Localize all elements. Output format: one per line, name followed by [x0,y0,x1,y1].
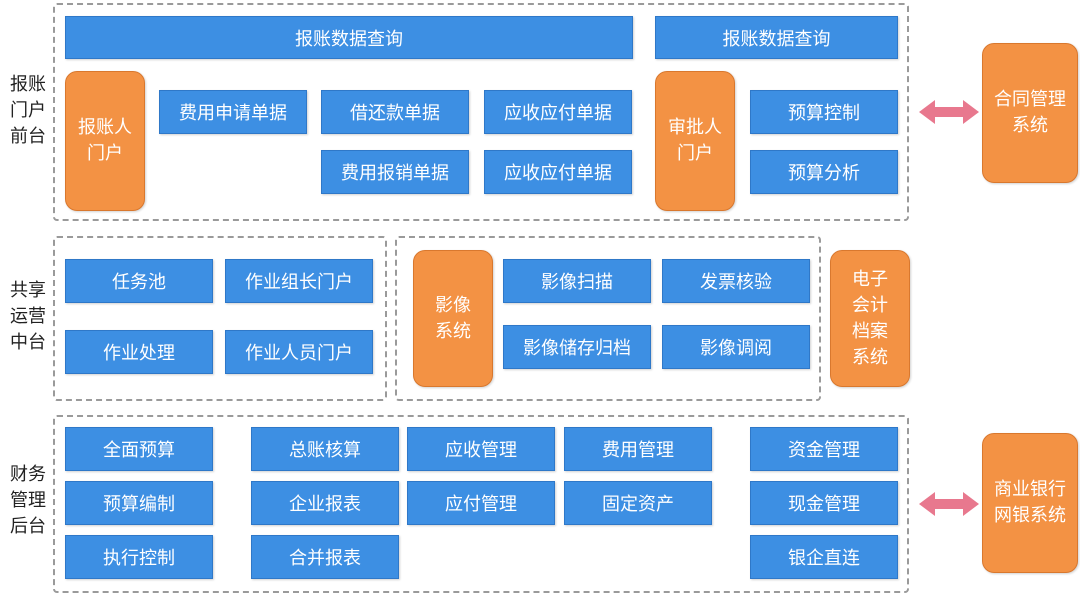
receivable-payable-form-1[interactable]: 应收应付单据 [484,90,632,134]
double-arrow-icon [919,492,979,516]
image-scan[interactable]: 影像扫描 [503,259,651,303]
expense-management[interactable]: 费用管理 [564,427,712,471]
team-leader-portal[interactable]: 作业组长门户 [225,259,373,303]
layer-label-middle: 共享 运营 中台 [10,280,46,353]
consolidated-reports[interactable]: 合并报表 [251,535,399,579]
invoice-verify[interactable]: 发票核验 [662,259,810,303]
bank-enterprise-direct[interactable]: 银企直连 [750,535,898,579]
imaging-system[interactable]: 影像 系统 [413,250,493,387]
cash-management[interactable]: 现金管理 [750,481,898,525]
execution-control[interactable]: 执行控制 [65,535,213,579]
budget-control[interactable]: 预算控制 [750,90,898,134]
approver-portal[interactable]: 审批人 门户 [655,71,735,211]
layer-label-front: 报账 门户 前台 [10,74,46,147]
reimburser-portal[interactable]: 报账人 门户 [65,71,145,211]
staff-portal[interactable]: 作业人员门户 [225,330,373,374]
fixed-assets[interactable]: 固定资产 [564,481,712,525]
report-query-bar-left[interactable]: 报账数据查询 [65,16,633,59]
report-query-bar-right[interactable]: 报账数据查询 [655,16,898,59]
double-arrow-icon [919,100,979,124]
budget-preparation[interactable]: 预算编制 [65,481,213,525]
middle-ops-group [53,236,387,401]
fund-management[interactable]: 资金管理 [750,427,898,471]
back-layer-group [53,415,909,593]
receivable-payable-form-2[interactable]: 应收应付单据 [484,150,632,194]
reimburser-portal-label: 报账人 门户 [78,117,132,164]
middle-imaging-group [395,236,821,401]
comprehensive-budget[interactable]: 全面预算 [65,427,213,471]
contract-management-system[interactable]: 合同管理 系统 [982,43,1078,183]
imaging-system-label: 影像 系统 [435,294,471,342]
approver-portal-label: 审批人 门户 [668,117,722,164]
receivable-management[interactable]: 应收管理 [407,427,555,471]
enterprise-reports[interactable]: 企业报表 [251,481,399,525]
contract-management-label: 合同管理 系统 [994,89,1066,136]
image-view[interactable]: 影像调阅 [662,325,810,369]
borrow-repay-form[interactable]: 借还款单据 [321,90,469,134]
image-archive[interactable]: 影像储存归档 [503,325,651,369]
budget-analysis[interactable]: 预算分析 [750,150,898,194]
general-ledger[interactable]: 总账核算 [251,427,399,471]
front-layer-group [53,3,909,221]
expense-application-form[interactable]: 费用申请单据 [159,90,307,134]
electronic-archive-label: 电子 会计 档案 系统 [852,268,888,368]
task-pool[interactable]: 任务池 [65,259,213,303]
layer-label-back: 财务 管理 后台 [10,464,46,537]
commercial-bank-label: 商业银行 网银系统 [994,479,1066,526]
electronic-accounting-archive[interactable]: 电子 会计 档案 系统 [830,250,910,387]
payable-management[interactable]: 应付管理 [407,481,555,525]
task-processing[interactable]: 作业处理 [65,330,213,374]
expense-reimbursement-form[interactable]: 费用报销单据 [321,150,469,194]
commercial-bank-system[interactable]: 商业银行 网银系统 [982,433,1078,573]
